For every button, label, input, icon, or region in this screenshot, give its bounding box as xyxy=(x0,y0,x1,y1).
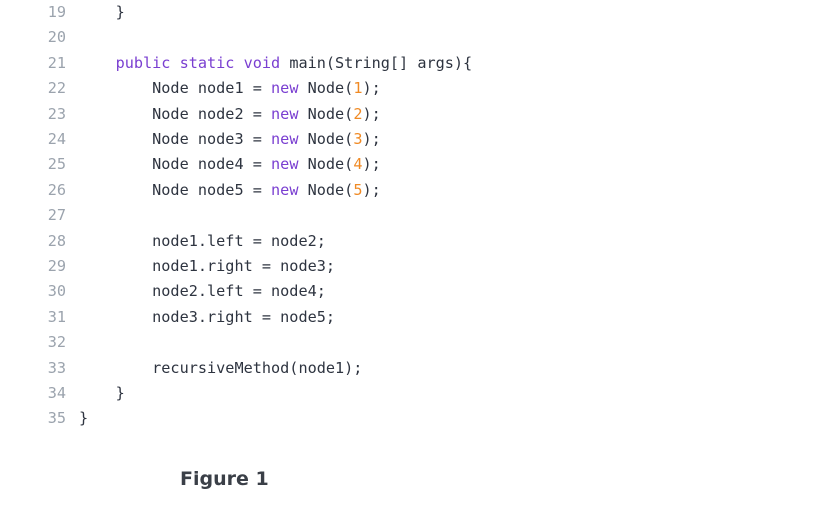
keyword-token: new xyxy=(271,79,299,98)
line-number: 30 xyxy=(47,282,66,301)
line-code: node3.right = node5; xyxy=(79,305,335,330)
line-code: Node node3 = new Node(3); xyxy=(79,127,381,152)
line-number: 22 xyxy=(47,79,66,98)
line-number: 32 xyxy=(47,333,66,352)
code-line: 31 node3.right = node5; xyxy=(0,305,815,330)
code-token xyxy=(79,54,116,72)
code-line: 32 xyxy=(0,330,815,355)
code-token: ); xyxy=(362,155,381,174)
number-token: 3 xyxy=(353,130,363,148)
code-token: node2.left = node4; xyxy=(79,282,326,301)
line-code: Node node1 = new Node(1); xyxy=(79,76,381,101)
code-line: 21 public static void main(String[] args… xyxy=(0,51,815,76)
line-code: } xyxy=(79,381,125,406)
number-token: 1 xyxy=(353,79,363,98)
code-token: Node( xyxy=(298,130,354,148)
code-line: 34 } xyxy=(0,381,815,406)
code-token: Node( xyxy=(298,104,354,123)
line-number: 23 xyxy=(47,104,66,123)
line-number: 34 xyxy=(47,384,66,402)
code-line: 20 xyxy=(0,25,815,50)
line-code: } xyxy=(79,406,88,431)
code-token: node1.left = node2; xyxy=(79,231,326,250)
code-token: ); xyxy=(362,79,381,98)
keyword-token: new xyxy=(271,155,299,174)
code-token: Node node5 = xyxy=(79,180,272,199)
line-code: Node node2 = new Node(2); xyxy=(79,102,381,127)
code-token: Node node4 = xyxy=(79,155,272,174)
line-code: Node node5 = new Node(5); xyxy=(79,178,381,203)
line-number: 21 xyxy=(47,53,66,72)
keyword-token: new xyxy=(271,104,299,123)
code-line: 24 Node node3 = new Node(3); xyxy=(0,127,815,152)
figure-caption: Figure 1 xyxy=(180,468,269,490)
code-line: 25 Node node4 = new Node(4); xyxy=(0,152,815,177)
line-number: 19 xyxy=(47,3,66,21)
code-token: Node( xyxy=(298,155,354,174)
line-number: 33 xyxy=(47,358,66,377)
code-token: Node( xyxy=(298,79,354,98)
line-code: Node node4 = new Node(4); xyxy=(79,152,381,177)
line-number: 29 xyxy=(47,257,66,275)
code-token: recursiveMethod(node1); xyxy=(79,358,363,377)
line-code: node1.right = node3; xyxy=(79,254,335,279)
code-token: node1.right = node3; xyxy=(79,257,336,275)
line-number: 24 xyxy=(47,130,66,148)
code-line: 23 Node node2 = new Node(2); xyxy=(0,102,815,127)
code-line: 30 node2.left = node4; xyxy=(0,279,815,304)
number-token: 2 xyxy=(353,104,363,123)
code-token: } xyxy=(79,3,125,21)
code-line: 35} xyxy=(0,406,815,431)
code-line: 29 node1.right = node3; xyxy=(0,254,815,279)
line-number: 25 xyxy=(47,155,66,174)
code-token: ); xyxy=(362,180,381,199)
line-code: recursiveMethod(node1); xyxy=(79,356,362,381)
line-number: 31 xyxy=(47,307,66,326)
keyword-token: public static void xyxy=(115,53,281,72)
line-number: 20 xyxy=(47,28,66,47)
code-token: Node node2 = xyxy=(79,104,272,123)
line-number: 35 xyxy=(47,409,66,428)
code-line: 26 Node node5 = new Node(5); xyxy=(0,178,815,203)
line-code: } xyxy=(79,0,125,25)
code-line: 22 Node node1 = new Node(1); xyxy=(0,76,815,101)
code-token: } xyxy=(79,409,89,428)
code-token: Node node1 = xyxy=(79,79,272,98)
code-token: Node node3 = xyxy=(79,130,272,148)
code-line: 28 node1.left = node2; xyxy=(0,229,815,254)
line-number: 28 xyxy=(47,231,66,250)
keyword-token: new xyxy=(271,180,299,199)
code-line: 33 recursiveMethod(node1); xyxy=(0,356,815,381)
number-token: 5 xyxy=(353,180,363,199)
code-token: node3.right = node5; xyxy=(79,307,336,326)
code-line: 19 } xyxy=(0,0,815,25)
line-code: public static void main(String[] args){ xyxy=(79,51,473,76)
line-code: node1.left = node2; xyxy=(79,229,326,254)
keyword-token: new xyxy=(271,130,299,148)
line-number: 26 xyxy=(47,180,66,199)
code-token: ); xyxy=(362,130,381,148)
code-token: ); xyxy=(362,104,381,123)
code-line: 27 xyxy=(0,203,815,228)
number-token: 4 xyxy=(353,155,363,174)
line-number: 27 xyxy=(47,206,66,225)
code-token: Node( xyxy=(298,180,354,199)
code-token: main(String[] args){ xyxy=(280,53,473,72)
line-code: node2.left = node4; xyxy=(79,279,326,304)
code-token: } xyxy=(79,384,125,402)
